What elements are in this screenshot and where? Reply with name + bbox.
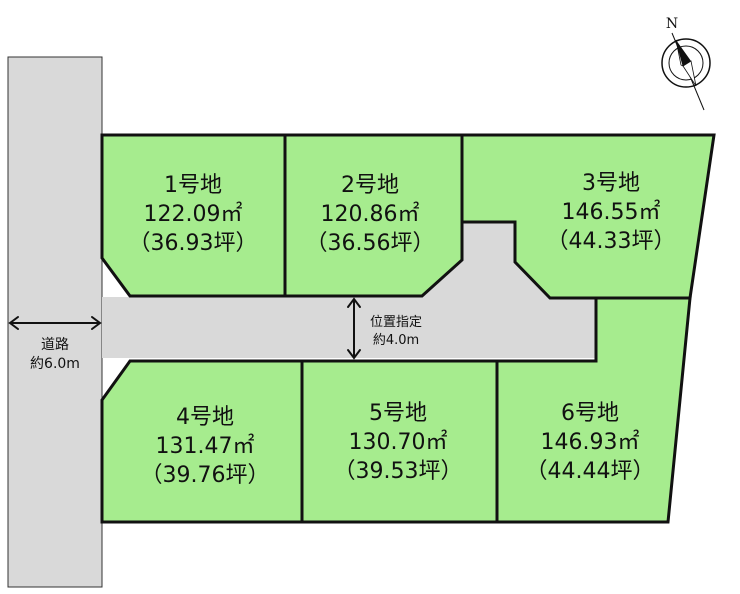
lot-area-tsubo: （39.76坪）	[141, 463, 270, 488]
lot-name: 2号地	[341, 173, 399, 198]
private-road-width: 約4.0m	[373, 333, 419, 348]
lot-name: 4号地	[176, 405, 234, 430]
lot-name: 1号地	[164, 173, 222, 198]
lot-area-m2: 131.47㎡	[156, 433, 255, 459]
lot-2[interactable]	[283, 133, 464, 298]
lot-2-label: 2号地 120.86㎡ （36.56坪）	[306, 173, 435, 256]
lot-area-m2: 122.09㎡	[144, 201, 243, 227]
lot-area-tsubo: （44.44坪）	[526, 459, 655, 484]
lot-area-tsubo: （36.56坪）	[306, 231, 435, 256]
lot-3[interactable]	[460, 133, 716, 300]
lot-area-tsubo: （36.93坪）	[129, 231, 258, 256]
lot-4-label: 4号地 131.47㎡ （39.76坪）	[141, 405, 270, 488]
main-road-label: 道路	[41, 337, 69, 353]
private-road-width-arrow	[347, 297, 361, 360]
lot-name: 5号地	[369, 401, 427, 426]
main-road-width: 約6.0m	[30, 356, 80, 372]
lot-1[interactable]	[100, 133, 287, 298]
lot-5-label: 5号地 130.70㎡ （39.53坪）	[334, 401, 463, 484]
lot-3-label: 3号地 146.55㎡ （44.33坪）	[547, 171, 676, 254]
lot-area-m2: 120.86㎡	[321, 201, 420, 227]
lot-area-tsubo: （44.33坪）	[547, 229, 676, 254]
lot-name: 6号地	[561, 401, 619, 426]
main-road-width-arrow	[8, 316, 102, 330]
lot-6-label: 6号地 146.93㎡ （44.44坪）	[526, 401, 655, 484]
lot-name: 3号地	[582, 171, 640, 196]
lot-area-tsubo: （39.53坪）	[334, 459, 463, 484]
lot-4[interactable]	[100, 359, 304, 524]
private-road	[102, 222, 596, 358]
north-compass-icon	[661, 32, 711, 111]
north-label: N	[666, 16, 678, 32]
lot-area-m2: 146.55㎡	[562, 199, 661, 225]
private-road-label: 位置指定	[370, 315, 422, 330]
lot-6[interactable]	[495, 296, 692, 524]
lot-area-m2: 130.70㎡	[349, 429, 448, 455]
lot-1-label: 1号地 122.09㎡ （36.93坪）	[129, 173, 258, 256]
lot-area-m2: 146.93㎡	[541, 429, 640, 455]
